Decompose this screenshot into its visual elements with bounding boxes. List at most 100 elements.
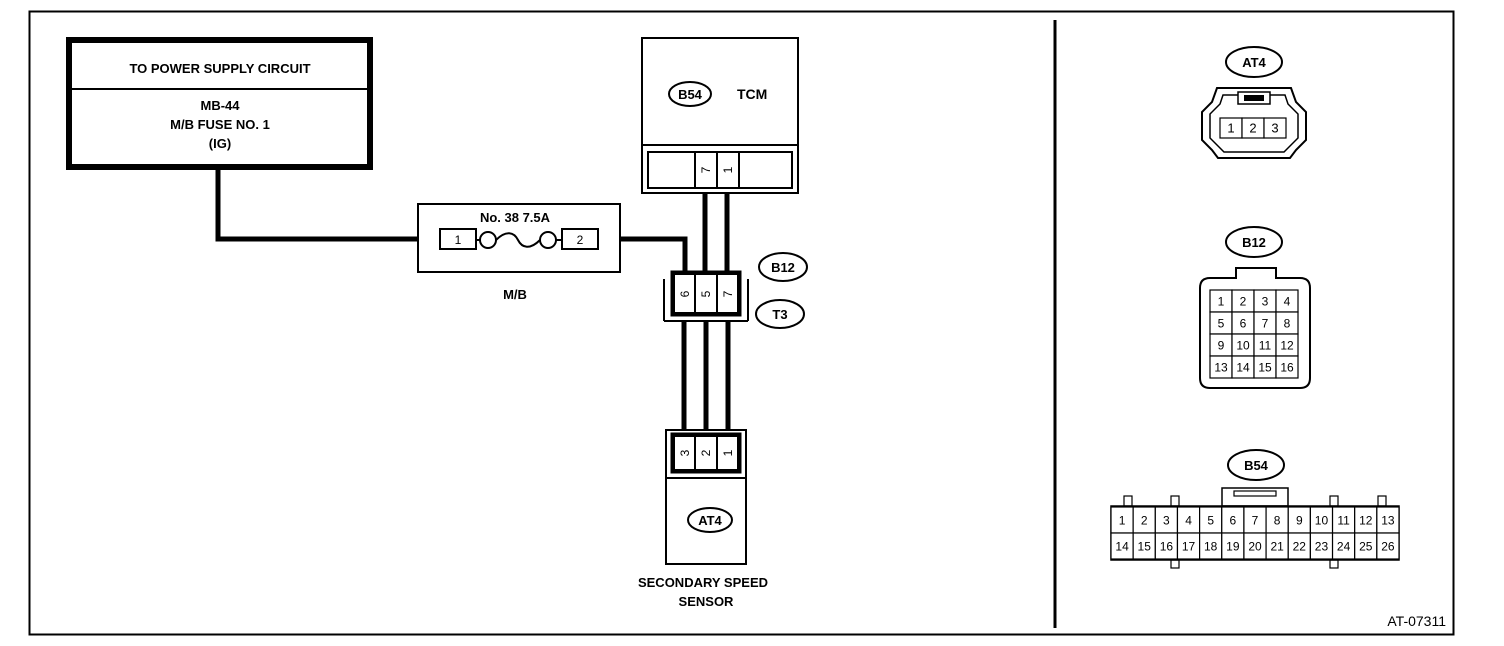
b12-pin-4-label: 4 xyxy=(1284,294,1291,308)
b54-pin-26-label: 26 xyxy=(1381,539,1395,553)
at4-pin-1-label: 1 xyxy=(1227,121,1234,136)
b54-pin-22-label: 22 xyxy=(1293,539,1307,553)
power-supply-box: TO POWER SUPPLY CIRCUIT MB-44 M/B FUSE N… xyxy=(66,37,373,170)
fuse-pin-left-label: 1 xyxy=(455,233,462,247)
b54-pin-1-label: 1 xyxy=(1119,513,1126,527)
b54-pin-11-label: 11 xyxy=(1337,513,1350,527)
b54-pin-16-label: 16 xyxy=(1160,539,1174,553)
b54-pin-26-cell xyxy=(1376,532,1400,560)
b12-pin-13-label: 13 xyxy=(1214,360,1228,374)
sensor-pin-2-label: 2 xyxy=(699,449,713,456)
b54-pin-25-label: 25 xyxy=(1359,539,1373,553)
fuse-box-label: M/B xyxy=(503,287,527,302)
b54-pin-24-label: 24 xyxy=(1337,539,1351,553)
joint-pin-6-label: 6 xyxy=(678,290,692,297)
b12-pin-9-label: 9 xyxy=(1218,338,1225,352)
b54-pin-7-label: 7 xyxy=(1252,513,1259,527)
b12-pin-11-label: 11 xyxy=(1259,338,1272,352)
sensor-connector-badge xyxy=(687,507,733,533)
wire-fuse-to-joint xyxy=(598,236,688,272)
tcm-connector-id: B54 xyxy=(678,87,703,102)
tcm-pin-7-label: 7 xyxy=(699,166,713,173)
b12-pin-6-label: 6 xyxy=(1240,316,1247,330)
secondary-speed-sensor: 3 2 1 AT4 SECONDARY SPEED SENSOR xyxy=(638,429,768,609)
at4-pin-3-cell xyxy=(1263,117,1287,139)
sensor-pin-1-label: 1 xyxy=(721,449,735,456)
sensor-pin-3-label: 3 xyxy=(678,449,692,456)
b54-pin-20-label: 20 xyxy=(1248,539,1262,553)
b54-pin-9-label: 9 xyxy=(1296,513,1303,527)
b54-pin-2-label: 2 xyxy=(1141,513,1148,527)
sensor-pin-1 xyxy=(716,435,739,471)
power-supply-line1: MB-44 xyxy=(200,98,240,113)
joint-pin-5-label: 5 xyxy=(699,290,713,297)
at4-pin-2-label: 2 xyxy=(1249,121,1256,136)
at4-view-badge xyxy=(1225,46,1283,78)
joint-id-badge-t3 xyxy=(755,299,805,329)
joint-id-badge-b12 xyxy=(758,252,808,282)
tcm-connector-badge xyxy=(668,81,712,107)
b12-pin-7-label: 7 xyxy=(1262,316,1269,330)
outer-frame xyxy=(28,10,1455,636)
power-supply-line3: (IG) xyxy=(209,136,231,151)
fuse-terminal-left xyxy=(479,231,497,249)
fuse-pin-right-label: 2 xyxy=(577,233,584,247)
tcm-pin-1-label: 1 xyxy=(721,166,735,173)
b54-view-badge xyxy=(1227,449,1285,481)
b12-pin-1-label: 1 xyxy=(1218,294,1225,308)
sensor-connector-id: AT4 xyxy=(698,513,722,528)
tcm-module: B54 TCM 7 1 xyxy=(641,37,799,194)
b54-pin-5-label: 5 xyxy=(1207,513,1214,527)
b12-pin-3-label: 3 xyxy=(1262,294,1269,308)
sensor-name-line1: SECONDARY SPEED xyxy=(638,575,768,590)
b54-pin-12-label: 12 xyxy=(1359,513,1373,527)
b54-pin-10-label: 10 xyxy=(1315,513,1329,527)
b12-pin-15-label: 15 xyxy=(1258,360,1272,374)
figure-id: AT-07311 xyxy=(1387,613,1446,629)
b12-pin-10-label: 10 xyxy=(1236,338,1250,352)
power-supply-line2: M/B FUSE NO. 1 xyxy=(170,117,270,132)
b54-pin-15-label: 15 xyxy=(1138,539,1152,553)
tcm-name: TCM xyxy=(737,86,767,102)
wires xyxy=(215,170,731,432)
fuse-box: No. 38 7.5A 1 2 M/B xyxy=(417,203,621,302)
b12-pin-2-label: 2 xyxy=(1240,294,1247,308)
b54-pin-4-label: 4 xyxy=(1185,513,1192,527)
b54-pin-3-label: 3 xyxy=(1163,513,1170,527)
joint-pin-7-label: 7 xyxy=(721,290,735,297)
at4-view-id: AT4 xyxy=(1242,55,1266,70)
joint-pin-7 xyxy=(716,273,739,314)
b12-pin-5-label: 5 xyxy=(1218,316,1225,330)
joint-connector: 6 5 7 B12 T3 xyxy=(663,252,808,329)
b12-pin-8-label: 8 xyxy=(1284,316,1291,330)
b12-pin-14-label: 14 xyxy=(1236,360,1250,374)
b12-pin-12-label: 12 xyxy=(1280,338,1294,352)
fuse-element xyxy=(495,232,541,248)
sensor-name-line2: SENSOR xyxy=(679,594,735,609)
b54-view-id: B54 xyxy=(1244,458,1269,473)
b54-pin-14-label: 14 xyxy=(1115,539,1129,553)
power-supply-title: TO POWER SUPPLY CIRCUIT xyxy=(129,61,310,76)
fuse-terminal-right xyxy=(539,231,557,249)
b12-view-id: B12 xyxy=(1242,235,1266,250)
b54-pin-6-label: 6 xyxy=(1230,513,1237,527)
b54-pin-19-label: 19 xyxy=(1226,539,1240,553)
b54-pin-18-label: 18 xyxy=(1204,539,1218,553)
b54-pin-23-label: 23 xyxy=(1315,539,1329,553)
b54-pin-21-label: 21 xyxy=(1270,539,1284,553)
joint-id-t3: T3 xyxy=(772,307,787,322)
tcm-pin-1 xyxy=(716,151,740,189)
b12-pin-16-cell xyxy=(1275,355,1299,379)
b54-pin-8-label: 8 xyxy=(1274,513,1281,527)
b12-view-badge xyxy=(1225,226,1283,258)
b54-pin-17-label: 17 xyxy=(1182,539,1196,553)
at4-pin-3-label: 3 xyxy=(1271,121,1278,136)
joint-id-b12: B12 xyxy=(771,260,795,275)
